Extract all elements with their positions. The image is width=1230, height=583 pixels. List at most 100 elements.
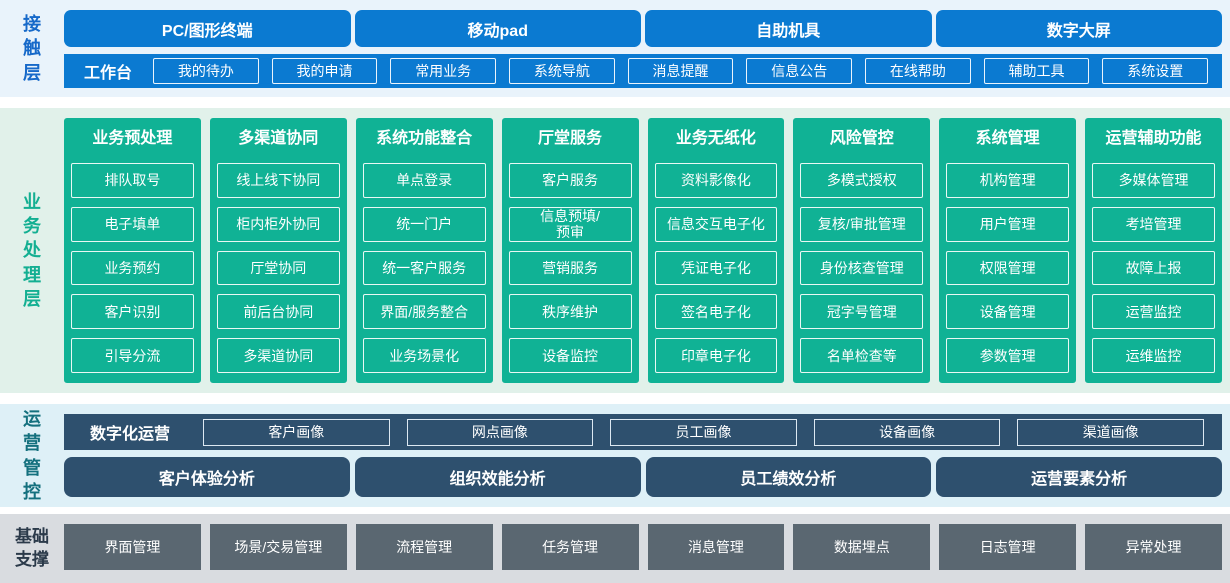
column-title: 风险管控 bbox=[829, 130, 894, 147]
business-layer-label: 业务处理层 bbox=[23, 191, 41, 309]
workbench-item-my-applications[interactable]: 我的申请 bbox=[271, 58, 378, 84]
operation-factor-analysis-bar[interactable]: 运营要素分析 bbox=[936, 457, 1222, 497]
business-item[interactable]: 排队取号 bbox=[71, 163, 194, 198]
business-item[interactable]: 单点登录 bbox=[362, 163, 486, 198]
business-item[interactable]: 身份核查管理 bbox=[800, 250, 924, 286]
business-item[interactable]: 界面/服务整合 bbox=[362, 294, 486, 330]
task-management-item[interactable]: 任务管理 bbox=[501, 524, 639, 570]
scene-transaction-management-item[interactable]: 场景/交易管理 bbox=[209, 524, 347, 570]
business-item[interactable]: 统一客户服务 bbox=[362, 250, 486, 286]
business-item[interactable]: 前后台协同 bbox=[216, 294, 340, 330]
business-item[interactable]: 签名电子化 bbox=[654, 294, 778, 330]
business-item[interactable]: 多媒体管理 bbox=[1092, 163, 1215, 198]
log-management-item[interactable]: 日志管理 bbox=[939, 524, 1077, 570]
workbench-item-online-help[interactable]: 在线帮助 bbox=[865, 58, 971, 84]
business-item[interactable]: 引导分流 bbox=[71, 338, 194, 373]
workbench-item-my-todo[interactable]: 我的待办 bbox=[153, 58, 259, 84]
workbench-item-announcements[interactable]: 信息公告 bbox=[746, 58, 853, 84]
business-column-preprocessing: 业务预处理 排队取号 电子填单 业务预约 客户识别 引导分流 bbox=[64, 118, 201, 383]
business-item[interactable]: 设备监控 bbox=[508, 338, 632, 373]
workbench-item-auxiliary-tools[interactable]: 辅助工具 bbox=[983, 58, 1090, 84]
foundation-row: 界面管理 场景/交易管理 流程管理 任务管理 消息管理 数据埋点 日志管理 异常… bbox=[64, 524, 1222, 570]
business-column-lobby-service: 厅堂服务 客户服务 信息预填/ 预审 营销服务 秩序维护 设备监控 bbox=[501, 118, 639, 383]
business-item[interactable]: 客户识别 bbox=[71, 294, 194, 330]
workbench-item-common-business[interactable]: 常用业务 bbox=[390, 58, 497, 84]
exception-handling-item[interactable]: 异常处理 bbox=[1085, 524, 1222, 570]
business-item[interactable]: 电子填单 bbox=[71, 206, 194, 242]
business-item[interactable]: 厅堂协同 bbox=[216, 250, 340, 286]
business-item[interactable]: 柜内柜外协同 bbox=[216, 206, 340, 242]
workbench-item-system-navigation[interactable]: 系统导航 bbox=[509, 58, 615, 84]
business-item[interactable]: 营销服务 bbox=[508, 250, 632, 286]
business-item[interactable]: 印章电子化 bbox=[654, 338, 778, 373]
business-item[interactable]: 资料影像化 bbox=[654, 163, 778, 198]
business-item[interactable]: 业务预约 bbox=[71, 250, 194, 286]
customer-profile-item[interactable]: 客户画像 bbox=[203, 418, 390, 446]
business-item[interactable]: 统一门户 bbox=[362, 206, 486, 242]
workbench-bar: 工作台 我的待办 我的申请 常用业务 系统导航 消息提醒 信息公告 在线帮助 辅… bbox=[64, 54, 1222, 88]
column-title: 运营辅助功能 bbox=[1105, 130, 1202, 147]
org-efficiency-analysis-bar[interactable]: 组织效能分析 bbox=[354, 457, 641, 497]
branch-profile-item[interactable]: 网点画像 bbox=[406, 418, 594, 446]
business-item[interactable]: 复核/审批管理 bbox=[800, 206, 924, 242]
operations-layer-label: 运营管控 bbox=[23, 408, 41, 502]
workbench-item-message-alerts[interactable]: 消息提醒 bbox=[627, 58, 734, 84]
channel-profile-item[interactable]: 渠道画像 bbox=[1017, 418, 1204, 446]
business-item[interactable]: 故障上报 bbox=[1092, 250, 1215, 286]
digital-operations-bar: 数字化运营 客户画像 网点画像 员工画像 设备画像 渠道画像 bbox=[64, 414, 1222, 450]
business-item[interactable]: 运维监控 bbox=[1092, 338, 1215, 373]
business-item[interactable]: 线上线下协同 bbox=[216, 163, 340, 198]
business-item[interactable]: 多模式授权 bbox=[800, 163, 924, 198]
digital-operations-label: 数字化运营 bbox=[90, 426, 171, 443]
foundation-layer-label: 基础支撑 bbox=[15, 527, 49, 569]
business-item[interactable]: 信息交互电子化 bbox=[654, 206, 778, 242]
business-item[interactable]: 信息预填/ 预审 bbox=[508, 206, 632, 242]
business-column-ops-auxiliary: 运营辅助功能 多媒体管理 考培管理 故障上报 运营监控 运维监控 bbox=[1085, 118, 1222, 383]
business-layer-band: 业务处理层 业务预处理 排队取号 电子填单 业务预约 客户识别 引导分流 多渠道… bbox=[0, 108, 1230, 393]
business-item[interactable]: 业务场景化 bbox=[362, 338, 486, 373]
business-item[interactable]: 名单检查等 bbox=[800, 338, 924, 373]
employee-profile-item[interactable]: 员工画像 bbox=[610, 418, 797, 446]
device-profile-item[interactable]: 设备画像 bbox=[813, 418, 1001, 446]
pc-terminal-button[interactable]: PC/图形终端 bbox=[64, 10, 351, 47]
column-title: 系统管理 bbox=[975, 130, 1040, 147]
business-item[interactable]: 权限管理 bbox=[946, 250, 1070, 286]
business-column-system-management: 系统管理 机构管理 用户管理 权限管理 设备管理 参数管理 bbox=[939, 118, 1077, 383]
contact-layer-label-zone: 接触层 bbox=[0, 0, 64, 97]
business-item[interactable]: 机构管理 bbox=[946, 163, 1070, 198]
ui-management-item[interactable]: 界面管理 bbox=[64, 524, 201, 570]
data-tracking-item[interactable]: 数据埋点 bbox=[793, 524, 931, 570]
business-item[interactable]: 客户服务 bbox=[508, 163, 632, 198]
mobile-pad-button[interactable]: 移动pad bbox=[354, 10, 641, 47]
band-divider bbox=[0, 97, 1230, 108]
business-columns: 业务预处理 排队取号 电子填单 业务预约 客户识别 引导分流 多渠道协同 线上线… bbox=[64, 118, 1222, 383]
operations-layer-label-zone: 运营管控 bbox=[0, 404, 64, 507]
business-item[interactable]: 设备管理 bbox=[946, 294, 1070, 330]
customer-experience-analysis-bar[interactable]: 客户体验分析 bbox=[64, 457, 350, 497]
foundation-layer-content: 界面管理 场景/交易管理 流程管理 任务管理 消息管理 数据埋点 日志管理 异常… bbox=[64, 514, 1222, 583]
business-layer-label-zone: 业务处理层 bbox=[0, 108, 64, 393]
employee-performance-analysis-bar[interactable]: 员工绩效分析 bbox=[645, 457, 932, 497]
business-item[interactable]: 参数管理 bbox=[946, 338, 1070, 373]
business-item[interactable]: 考培管理 bbox=[1092, 206, 1215, 242]
operations-layer-band: 运营管控 数字化运营 客户画像 网点画像 员工画像 设备画像 渠道画像 客户体验… bbox=[0, 404, 1230, 507]
band-divider bbox=[0, 393, 1230, 404]
business-item[interactable]: 用户管理 bbox=[946, 206, 1070, 242]
message-management-item[interactable]: 消息管理 bbox=[647, 524, 785, 570]
business-item[interactable]: 运营监控 bbox=[1092, 294, 1215, 330]
terminal-row: PC/图形终端 移动pad 自助机具 数字大屏 bbox=[64, 10, 1222, 47]
business-item[interactable]: 多渠道协同 bbox=[216, 338, 340, 373]
business-item[interactable]: 凭证电子化 bbox=[654, 250, 778, 286]
column-title: 业务预处理 bbox=[92, 130, 173, 147]
process-management-item[interactable]: 流程管理 bbox=[355, 524, 493, 570]
business-item[interactable]: 秩序维护 bbox=[508, 294, 632, 330]
operations-layer-content: 数字化运营 客户画像 网点画像 员工画像 设备画像 渠道画像 客户体验分析 组织… bbox=[64, 404, 1222, 507]
workbench-item-system-settings[interactable]: 系统设置 bbox=[1102, 58, 1209, 84]
column-title: 系统功能整合 bbox=[376, 130, 473, 147]
digital-screen-button[interactable]: 数字大屏 bbox=[935, 10, 1222, 47]
column-title: 多渠道协同 bbox=[238, 130, 319, 147]
business-item[interactable]: 冠字号管理 bbox=[800, 294, 924, 330]
self-service-machine-button[interactable]: 自助机具 bbox=[645, 10, 932, 47]
business-column-integration: 系统功能整合 单点登录 统一门户 统一客户服务 界面/服务整合 业务场景化 bbox=[355, 118, 493, 383]
band-divider bbox=[0, 507, 1230, 514]
